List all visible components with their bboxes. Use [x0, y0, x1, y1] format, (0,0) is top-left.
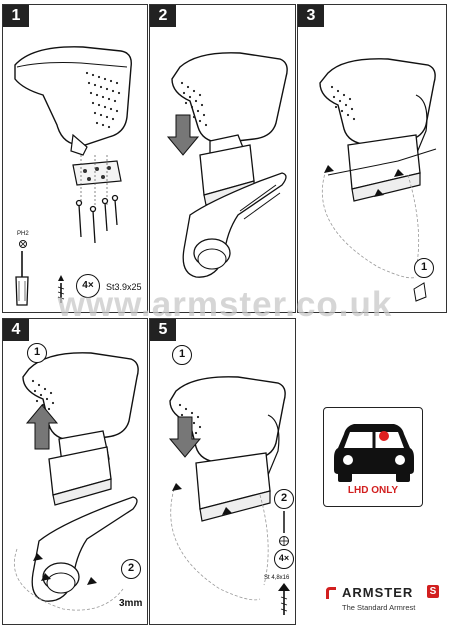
- step-number: 3: [298, 5, 324, 27]
- step-number: 1: [3, 5, 29, 27]
- callout-text: 1: [420, 261, 428, 273]
- quantity-callout: 4×: [274, 549, 294, 569]
- step-4-panel: 4 1 2 3mm: [2, 318, 148, 625]
- callout-text: 2: [280, 492, 288, 504]
- callout-text: 1: [33, 346, 41, 358]
- callout-2: 2: [274, 489, 294, 509]
- lhd-only-notice: LHD ONLY: [323, 407, 423, 507]
- callout-1: 1: [27, 343, 47, 363]
- step-1-panel: 1: [2, 4, 148, 313]
- quantity-callout: 4×: [76, 274, 100, 298]
- brand-badge: S: [427, 585, 439, 598]
- armster-logo: ARMSTER S The Standard Armrest: [324, 582, 450, 618]
- callout-1: 1: [172, 345, 192, 365]
- quantity-text: 4×: [82, 280, 94, 291]
- quantity-text: 4×: [278, 553, 290, 563]
- step-5-panel: 5 1 2 4× St 4,8x16: [149, 318, 296, 625]
- callout-text: 1: [178, 348, 186, 360]
- lhd-only-text: LHD ONLY: [347, 485, 399, 496]
- car-icon: [334, 424, 414, 482]
- armrest-illustration: [166, 52, 288, 278]
- armster-mark-icon: [326, 587, 336, 599]
- step-3-panel: 3 1: [297, 4, 447, 313]
- armrest-illustration: [13, 352, 139, 611]
- step-number: 5: [150, 319, 176, 341]
- step-number: 2: [150, 5, 176, 27]
- screw-size-label: St 4,8x16: [264, 575, 290, 581]
- armrest-illustration: [319, 58, 437, 302]
- screwdriver-size-label: PH2: [17, 231, 29, 237]
- step-2-panel: 2: [149, 4, 296, 313]
- callout-1: 1: [414, 258, 434, 278]
- callout-text: 2: [127, 562, 135, 574]
- screw-size-label: St3.9x25: [106, 282, 142, 292]
- armrest-illustration: [168, 376, 290, 615]
- gap-measurement: 3mm: [119, 598, 143, 609]
- driver-position-dot: [379, 431, 389, 441]
- armrest-illustration: [14, 46, 132, 306]
- callout-2: 2: [121, 559, 141, 579]
- brand-tagline: The Standard Armrest: [342, 603, 416, 612]
- brand-name: ARMSTER: [342, 585, 414, 600]
- step-number: 4: [3, 319, 29, 341]
